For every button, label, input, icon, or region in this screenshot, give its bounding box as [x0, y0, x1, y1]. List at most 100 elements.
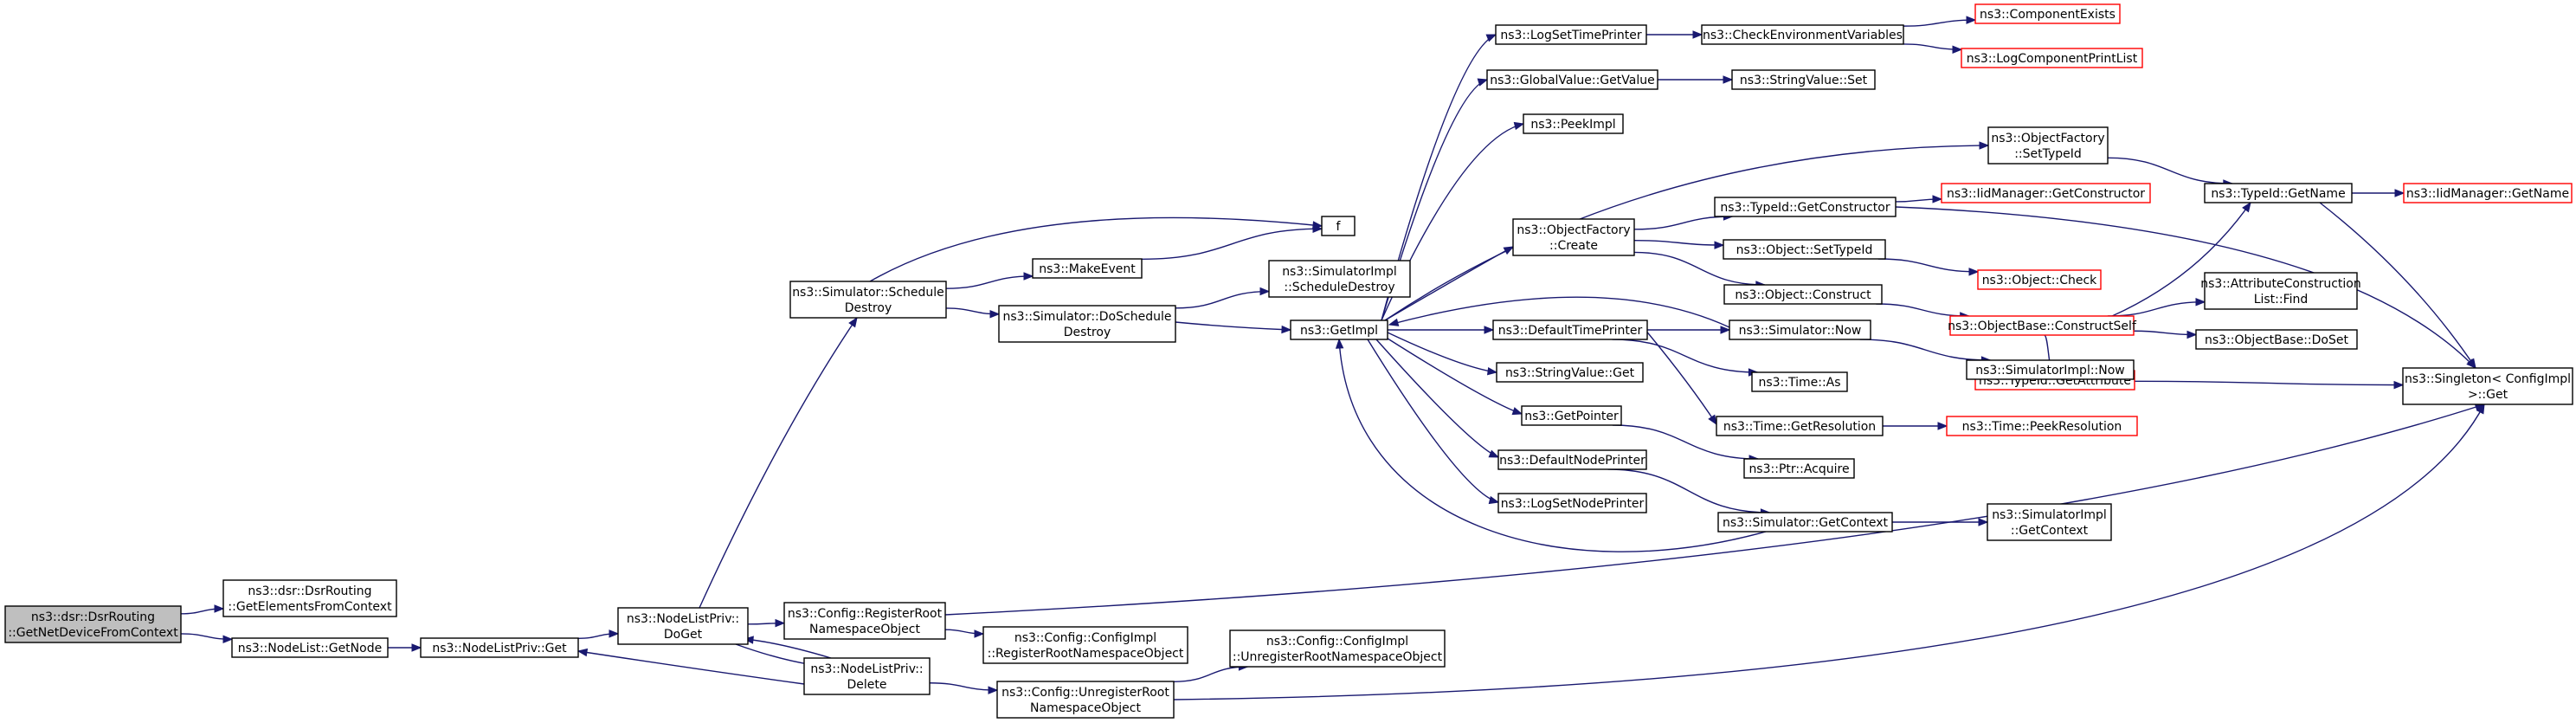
- node-simGetContext[interactable]: ns3::Simulator::GetContext: [1717, 512, 1893, 533]
- node-iidManagerGetName[interactable]: ns3::IidManager::GetName: [2403, 183, 2573, 203]
- node-timeGetResolution[interactable]: ns3::Time::GetResolution: [1716, 416, 1884, 436]
- node-label: ns3::Simulator::Now: [1739, 324, 1862, 338]
- node-box: [231, 637, 389, 658]
- node-box: [1977, 269, 2102, 290]
- node-objFactorySetTypeId[interactable]: ns3::ObjectFactory::SetTypeId: [1987, 126, 2109, 165]
- node-simImplGetContext[interactable]: ns3::SimulatorImpl::GetContext: [1987, 503, 2112, 541]
- node-label: ns3::Object::SetTypeId: [1736, 243, 1873, 257]
- node-box: [1321, 216, 1356, 236]
- node-box: [420, 637, 579, 658]
- edge-getImpl-to-defaultNodePrinter: [1375, 339, 1500, 458]
- node-singletonGet[interactable]: ns3::Singleton< ConfigImpl >::Get: [2402, 367, 2573, 405]
- node-label: ns3::Config::UnregisterRoot: [1001, 686, 1169, 700]
- node-objBaseConstructSelf[interactable]: ns3::ObjectBase::ConstructSelf: [1948, 315, 2137, 336]
- node-label: ns3::GlobalValue::GetValue: [1490, 74, 1654, 87]
- node-label: ns3::SimulatorImpl::Now: [1975, 364, 2125, 378]
- node-box: [617, 607, 749, 645]
- node-box: [1729, 320, 1871, 340]
- edge-nodeListPrivDelete-to-nodeListPrivGet: [576, 648, 805, 685]
- node-typeIdGetConstructor[interactable]: ns3::TypeId::GetConstructor: [1714, 197, 1897, 217]
- node-box: [2403, 183, 2573, 203]
- node-getElements[interactable]: ns3::dsr::DsrRouting::GetElementsFromCon…: [222, 579, 397, 617]
- node-label: DoGet: [664, 628, 703, 642]
- node-label: ns3::LogComponentPrintList: [1967, 52, 2138, 66]
- node-globalValueGetValue[interactable]: ns3::GlobalValue::GetValue: [1486, 69, 1658, 90]
- node-objFactoryCreate[interactable]: ns3::ObjectFactory::Create: [1512, 218, 1635, 256]
- node-timeAs[interactable]: ns3::Time::As: [1751, 371, 1848, 392]
- node-getImpl[interactable]: ns3::GetImpl: [1290, 320, 1388, 340]
- node-stringValueGet[interactable]: ns3::StringValue::Get: [1496, 362, 1644, 383]
- node-logSetNodePrinter[interactable]: ns3::LogSetNodePrinter: [1497, 493, 1647, 513]
- node-defaultTimePrinter[interactable]: ns3::DefaultTimePrinter: [1492, 320, 1648, 340]
- node-nodeListGetNode[interactable]: ns3::NodeList::GetNode: [231, 637, 389, 658]
- node-label: ns3::Object::Check: [1982, 274, 2097, 287]
- node-objectConstruct[interactable]: ns3::Object::Construct: [1723, 284, 1883, 305]
- node-box: [996, 681, 1175, 719]
- node-box: [1743, 458, 1855, 479]
- node-box: [1717, 512, 1893, 533]
- node-box: [1731, 69, 1876, 90]
- node-label: ns3::Simulator::GetContext: [1723, 516, 1889, 530]
- node-simScheduleDestroy[interactable]: ns3::Simulator::ScheduleDestroy: [789, 281, 947, 319]
- edge-nodeListPrivDoGet-to-registerRootNs: [747, 618, 786, 628]
- node-box: [1701, 24, 1904, 45]
- node-box: [2204, 183, 2353, 203]
- node-label: ::RegisterRootNamespaceObject: [988, 647, 1184, 661]
- node-componentExists[interactable]: ns3::ComponentExists: [1974, 3, 2121, 24]
- node-simulatorNow[interactable]: ns3::Simulator::Now: [1729, 320, 1871, 340]
- node-configImplRegister[interactable]: ns3::Config::ConfigImpl::RegisterRootNam…: [982, 626, 1188, 664]
- node-unregisterRootNs[interactable]: ns3::Config::UnregisterRootNamespaceObje…: [996, 681, 1175, 719]
- node-simImplScheduleDestroy[interactable]: ns3::SimulatorImpl::ScheduleDestroy: [1268, 260, 1411, 298]
- node-label: ns3::NodeList::GetNode: [238, 642, 382, 655]
- edge-typeIdGetName-to-iidManagerGetName: [2352, 189, 2405, 197]
- node-label: ::GetNetDeviceFromContext: [8, 626, 178, 640]
- edge-logSetTimePrinter-to-checkEnvVars: [1646, 30, 1703, 39]
- node-label: ::GetContext: [2011, 524, 2089, 538]
- node-label: ::GetElementsFromContext: [228, 600, 392, 614]
- edge-simDoScheduleDestroy-to-simImplScheduleDestroy: [1175, 287, 1271, 309]
- node-iidManagerGetConstructor[interactable]: ns3::IidManager::GetConstructor: [1941, 183, 2151, 203]
- call-nodes: ns3::dsr::DsrRouting::GetNetDeviceFromCo…: [4, 3, 2573, 719]
- node-makeEvent[interactable]: ns3::MakeEvent: [1032, 258, 1143, 279]
- node-box: [1495, 24, 1647, 45]
- node-stringValueSet[interactable]: ns3::StringValue::Set: [1731, 69, 1876, 90]
- node-registerRootNs[interactable]: ns3::Config::RegisterRootNamespaceObject: [783, 602, 946, 640]
- edge-getImpl-to-objFactoryCreate: [1384, 246, 1515, 321]
- node-label: f: [1336, 220, 1342, 234]
- node-label: ns3::Ptr::Acquire: [1748, 462, 1849, 476]
- node-root[interactable]: ns3::dsr::DsrRouting::GetNetDeviceFromCo…: [4, 605, 182, 643]
- node-objectSetTypeId[interactable]: ns3::Object::SetTypeId: [1723, 239, 1886, 260]
- node-simImplNow[interactable]: ns3::SimulatorImpl::Now: [1966, 359, 2135, 380]
- node-typeIdGetName[interactable]: ns3::TypeId::GetName: [2204, 183, 2353, 203]
- edge-typeIdGetConstructor-to-iidManagerGetConstructor: [1895, 195, 1943, 203]
- node-f[interactable]: f: [1321, 216, 1356, 236]
- node-timePeekResolution[interactable]: ns3::Time::PeekResolution: [1946, 416, 2138, 436]
- node-box: [1987, 126, 2109, 165]
- node-logComponentPrintList[interactable]: ns3::LogComponentPrintList: [1961, 48, 2143, 68]
- node-box: [1229, 629, 1446, 668]
- edge-simGetContext-to-simImplGetContext: [1892, 518, 1989, 526]
- node-checkEnvVars[interactable]: ns3::CheckEnvironmentVariables: [1701, 24, 1904, 45]
- node-label: ns3::NodeListPriv::: [627, 612, 739, 626]
- node-defaultNodePrinter[interactable]: ns3::DefaultNodePrinter: [1497, 449, 1647, 470]
- node-box: [1961, 48, 2143, 68]
- node-peekImpl[interactable]: ns3::PeekImpl: [1523, 113, 1624, 134]
- node-objBaseDoSet[interactable]: ns3::ObjectBase::DoSet: [2195, 329, 2358, 350]
- node-logSetTimePrinter[interactable]: ns3::LogSetTimePrinter: [1495, 24, 1647, 45]
- edge-simulatorNow-to-getImpl: [1388, 296, 1730, 328]
- edge-getImpl-to-getPointer: [1384, 336, 1523, 416]
- node-ptrAcquire[interactable]: ns3::Ptr::Acquire: [1743, 458, 1855, 479]
- node-nodeListPrivDoGet[interactable]: ns3::NodeListPriv::DoGet: [617, 607, 749, 645]
- node-getPointer[interactable]: ns3::GetPointer: [1521, 405, 1622, 426]
- node-label: ns3::ObjectFactory: [1991, 132, 2104, 145]
- edge-globalValueGetValue-to-stringValueSet: [1658, 75, 1734, 84]
- node-configImplUnregister[interactable]: ns3::Config::ConfigImpl::UnregisterRootN…: [1229, 629, 1446, 668]
- node-nodeListPrivDelete[interactable]: ns3::NodeListPriv::Delete: [803, 657, 931, 695]
- node-objectCheck[interactable]: ns3::Object::Check: [1977, 269, 2102, 290]
- node-nodeListPrivGet[interactable]: ns3::NodeListPriv::Get: [420, 637, 579, 658]
- node-box: [1716, 416, 1884, 436]
- node-box: [4, 605, 182, 643]
- node-label: ns3::ObjectBase::DoSet: [2205, 333, 2348, 347]
